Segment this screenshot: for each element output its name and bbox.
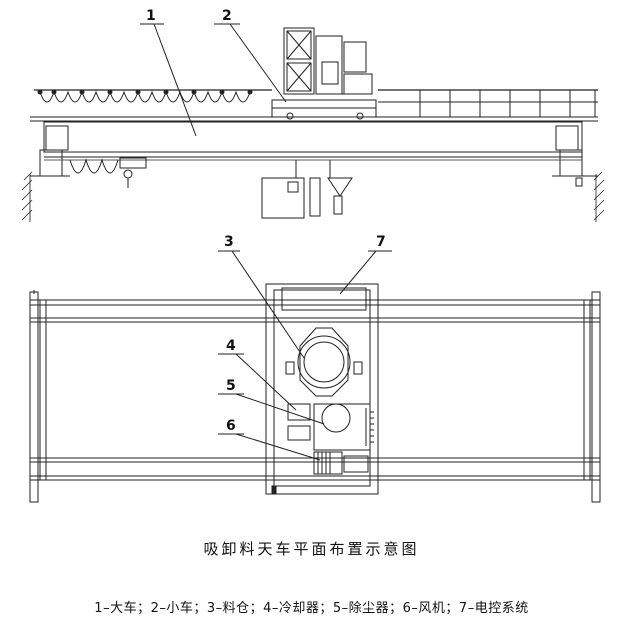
- trolley-frame-plan: [266, 284, 378, 494]
- callout-6: 6: [218, 418, 320, 460]
- callout-3: 3: [218, 234, 304, 358]
- crane-layout-drawing: 1 2 3 7 4 5 6: [0, 8, 623, 520]
- hoist-hook-elevation: [120, 158, 146, 188]
- end-truck-left: [30, 292, 38, 502]
- svg-text:3: 3: [224, 234, 234, 250]
- end-truck-right: [592, 292, 600, 502]
- svg-text:2: 2: [222, 8, 232, 24]
- trolley-elevation: [272, 28, 376, 119]
- svg-text:6: 6: [226, 418, 236, 434]
- dust-collector-plan: [314, 404, 374, 450]
- fan-plan: [314, 452, 368, 474]
- electric-control-cabinet: [282, 288, 366, 310]
- figure-caption: 吸卸料天车平面布置示意图: [203, 540, 420, 558]
- svg-text:1: 1: [146, 8, 156, 24]
- callout-7: 7: [340, 234, 392, 294]
- callout-4: 4: [218, 338, 296, 410]
- walkway-railing-right: [378, 90, 598, 117]
- hopper-plan: [286, 327, 362, 397]
- elevation-view: [22, 28, 604, 222]
- festoon-cable-lower: [70, 160, 118, 173]
- callout-5: 5: [218, 378, 324, 424]
- festoon-cable-left: [34, 90, 272, 102]
- hopper-elevation: [262, 160, 353, 218]
- main-girder: [44, 122, 582, 160]
- callout-1: 1: [140, 8, 196, 136]
- svg-text:4: 4: [226, 338, 236, 354]
- end-carriage-left: [30, 126, 70, 176]
- svg-text:7: 7: [376, 234, 386, 250]
- column-left: [22, 172, 32, 222]
- svg-text:5: 5: [226, 378, 236, 394]
- callout-2: 2: [214, 8, 286, 102]
- column-right: [594, 172, 604, 222]
- plan-view: [30, 284, 600, 502]
- figure-legend: 1–大车；2–小车；3–料仓；4–冷却器；5–除尘器；6–风机；7–电控系统: [94, 601, 529, 616]
- end-carriage-right: [552, 126, 598, 186]
